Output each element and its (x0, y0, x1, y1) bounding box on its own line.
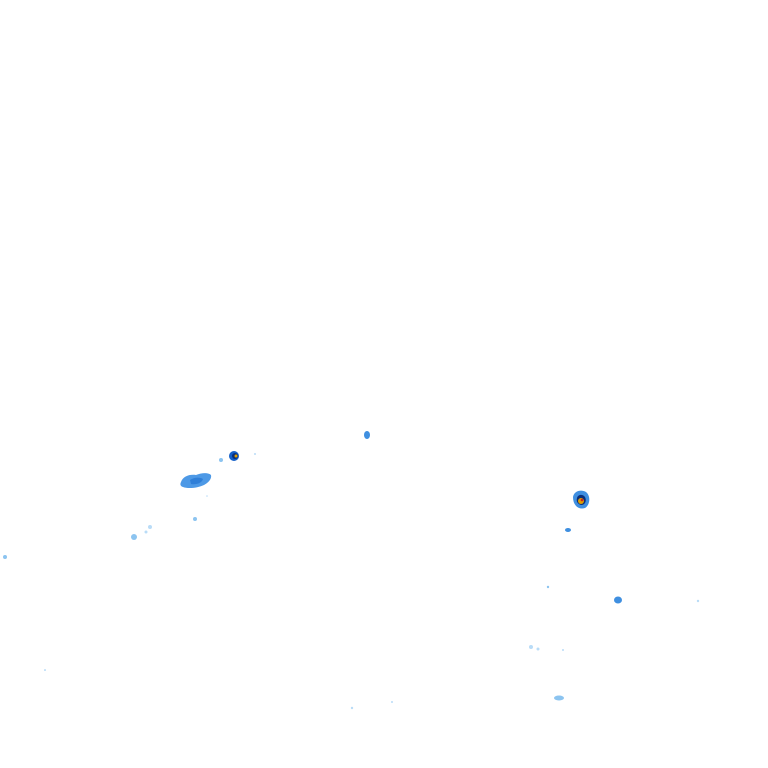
echo-speck (554, 695, 564, 701)
echo-speck (350, 706, 354, 710)
echo-peak-red (580, 498, 584, 502)
echo-speckles (3, 431, 700, 710)
echo-speck (144, 530, 148, 534)
echo-speck (546, 585, 550, 589)
echo-speck (219, 458, 223, 462)
echo-speck (131, 534, 137, 540)
echo-speck (536, 647, 540, 651)
echo-speck (364, 431, 370, 439)
echo-peak (234, 454, 238, 458)
echo-speck (148, 525, 152, 529)
echo-peak-orange (578, 498, 584, 504)
echo-speck (562, 649, 564, 651)
echo-core (190, 477, 203, 485)
echo-cell-east-storm (573, 490, 590, 509)
echo-cell-west-small (229, 451, 239, 461)
echo-speck (696, 599, 700, 603)
echo-speck (44, 669, 46, 671)
echo-speck (193, 517, 197, 521)
echo-cell-west-large (180, 473, 212, 489)
echo-speck (3, 555, 7, 559)
echo-speck (529, 645, 533, 649)
echo-speck (565, 528, 571, 532)
echo-speck (254, 453, 256, 455)
echo-speck (614, 596, 622, 604)
echo-speck (206, 495, 208, 497)
echo-speck (391, 701, 393, 703)
